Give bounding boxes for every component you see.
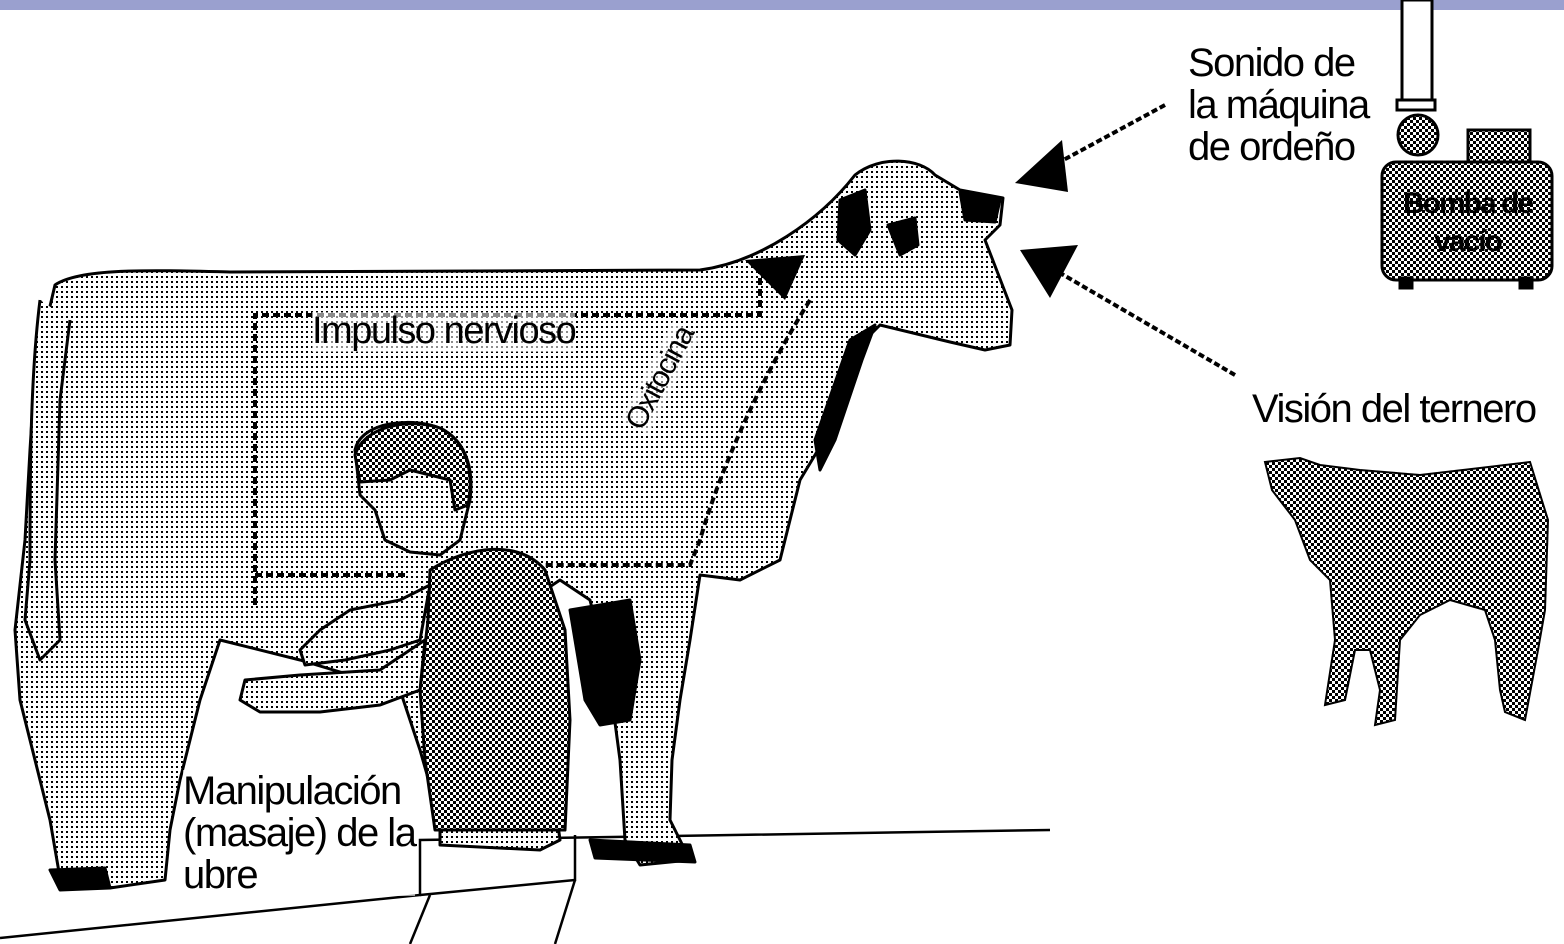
sound-label-line-3: de ordeño (1188, 126, 1369, 168)
cow-rear-hoof (50, 868, 110, 890)
machine-valve (1397, 100, 1435, 110)
vision-label: Visión del ternero (1252, 388, 1536, 430)
machine-claw (1398, 115, 1438, 155)
massage-label-line-1: Manipulación (183, 770, 415, 812)
massage-label-line-3: ubre (183, 854, 415, 896)
massage-label: Manipulación (masaje) de la ubre (183, 770, 415, 896)
person-shirt (420, 549, 570, 830)
nerve-impulse-label: Impulso nervioso (312, 312, 575, 352)
pump-box-label: Bomba de vacío (1385, 185, 1550, 260)
machine-pipe (1402, 0, 1432, 100)
cow-front-hoof (590, 840, 695, 862)
cow-udder (570, 600, 640, 725)
sound-label: Sonido de la máquina de ordeño (1188, 42, 1369, 168)
massage-label-line-2: (masaje) de la (183, 812, 415, 854)
calf (1265, 458, 1548, 725)
pump-box-label-line-1: Bomba de (1385, 185, 1550, 223)
sound-label-line-1: Sonido de (1188, 42, 1369, 84)
sound-label-line-2: la máquina (1188, 84, 1369, 126)
pump-box-label-line-2: vacío (1385, 223, 1550, 261)
sound-arrow (1015, 105, 1165, 192)
machine-cap (1468, 130, 1530, 165)
vision-arrow (1020, 245, 1235, 375)
